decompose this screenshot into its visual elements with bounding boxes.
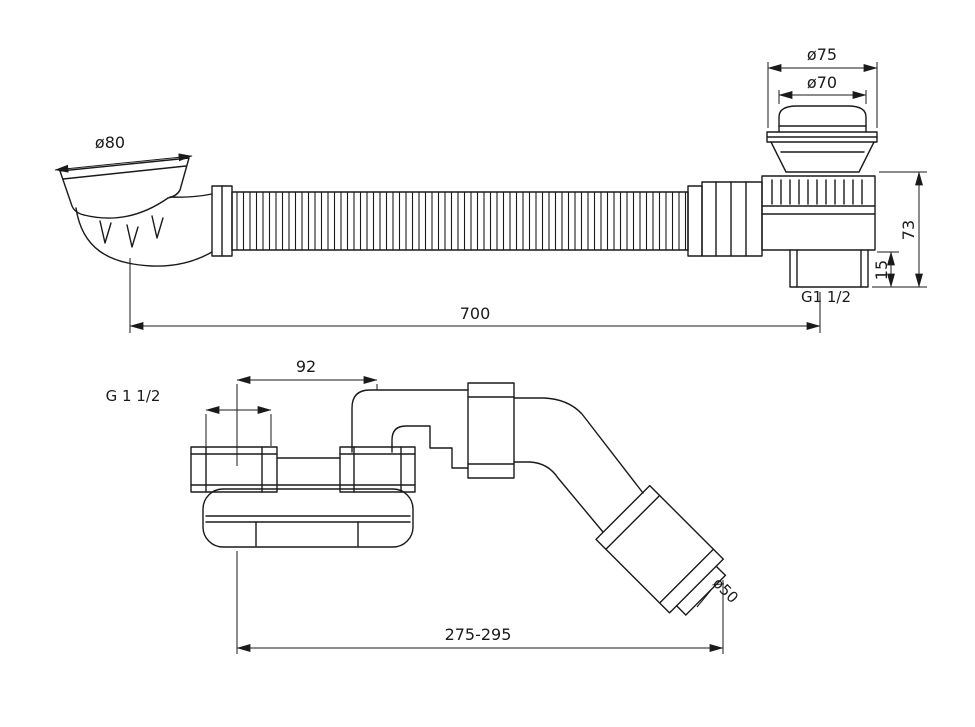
pop-up-cap — [766, 105, 878, 173]
bottom-view: 92 G 1 1/2 — [106, 357, 742, 654]
dim-cap-inner: ø70 — [778, 73, 867, 104]
dim-cap-outer: ø75 — [767, 45, 878, 128]
hose-nut — [701, 181, 763, 257]
dim-length-700: 700 — [129, 258, 821, 333]
diagonal-outlet — [513, 397, 727, 616]
dim-offset-92: 92 — [236, 357, 378, 466]
overflow-elbow — [351, 389, 469, 469]
outlet-nut — [339, 446, 416, 493]
dim-label-pipe: ø50 — [709, 574, 742, 607]
dim-label-length: 700 — [460, 304, 491, 323]
dim-height-73: 73 — [872, 171, 927, 288]
strainer-drain — [59, 157, 213, 267]
dim-strainer: ø80 — [54, 133, 193, 173]
dim-outlet-15: 15 — [872, 251, 899, 288]
dim-inlet-thread: G 1 1/2 — [106, 387, 272, 446]
dim-label-strainer: ø80 — [95, 133, 125, 152]
dim-length-range: 275-295 — [236, 551, 724, 654]
dim-label-cap-inner: ø70 — [807, 73, 837, 92]
waste-body — [761, 175, 876, 251]
inlet-nut — [190, 446, 278, 493]
flexible-hose — [211, 185, 703, 257]
dim-label-outlet: 15 — [872, 260, 891, 280]
dim-label-length-range: 275-295 — [445, 625, 512, 644]
dim-label-offset: 92 — [296, 357, 316, 376]
union-nut — [467, 382, 515, 479]
trap-body — [202, 488, 414, 548]
connecting-pipe — [276, 457, 341, 486]
dim-label-cap-outer: ø75 — [807, 45, 837, 64]
label-inlet-thread: G 1 1/2 — [106, 387, 161, 405]
top-view: ø75 ø70 ø80 700 73 — [54, 45, 927, 333]
dim-label-height: 73 — [899, 220, 918, 240]
outlet-pipe — [789, 249, 869, 288]
label-outlet-thread: G1 1/2 — [801, 288, 851, 306]
